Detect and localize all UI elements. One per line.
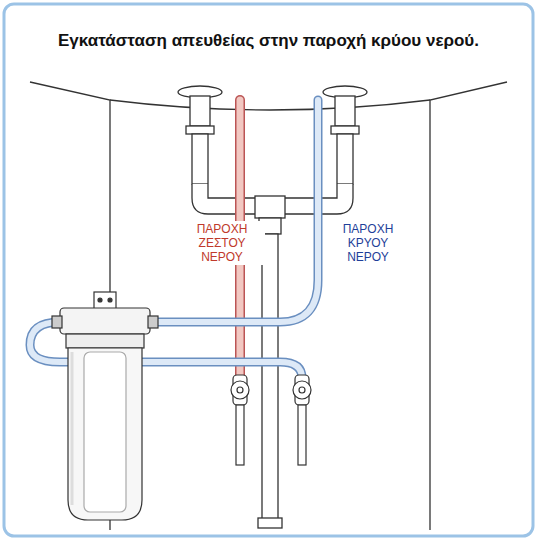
cabinet	[30, 82, 507, 530]
diagram-title: Εγκατάσταση απευθείας στην παροχή κρύου …	[0, 31, 537, 51]
supply-label: ΠΑΡΟΧΗ ΖΕΣΤΟΥ ΝΕΡΟΥ	[179, 221, 265, 265]
supply-label: ΠΑΡΟΧΗ ΚΡΥΟΥ ΝΕΡΟΥ	[325, 221, 411, 265]
cold-filtered-pipe	[30, 100, 318, 378]
sink-drains	[178, 86, 367, 528]
angle-valves	[231, 375, 311, 465]
water-filter	[52, 292, 158, 520]
frame	[4, 4, 533, 536]
